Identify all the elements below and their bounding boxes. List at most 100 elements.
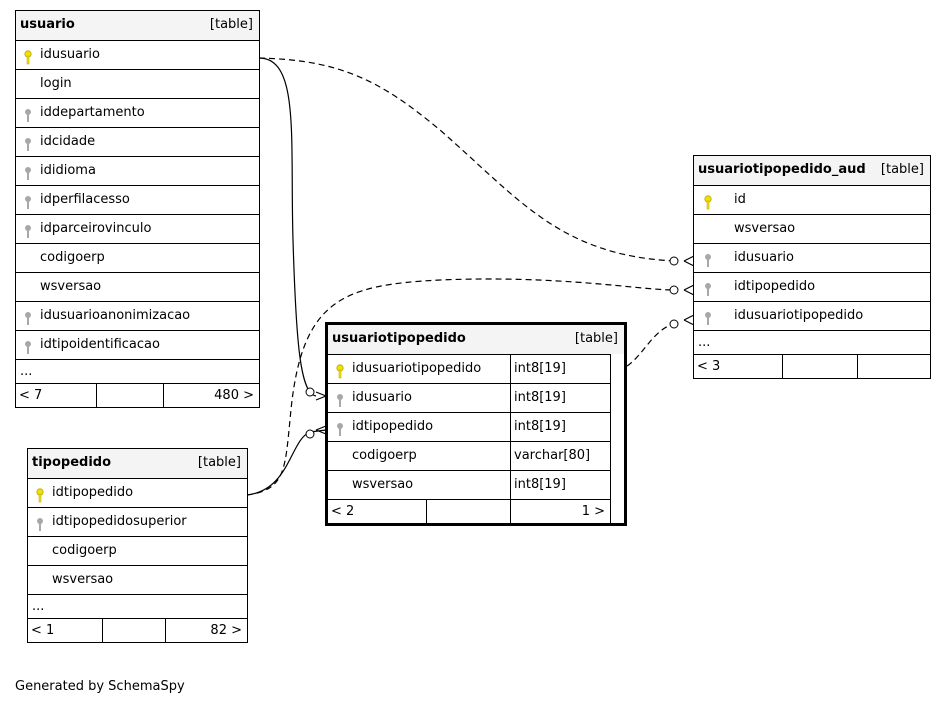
row-count: 1 > (510, 500, 610, 523)
link-usuario-aud (258, 57, 675, 262)
foreign-key-icon (24, 135, 32, 151)
table-kind: [table] (209, 17, 253, 32)
table-header: usuariotipopedido_aud [table] (694, 156, 930, 185)
column-name: idusuario (352, 390, 412, 405)
column-name: login (40, 76, 72, 91)
table-header: tipopedido [table] (28, 449, 247, 478)
primary-key-icon (704, 193, 712, 210)
link-end-crowfoot (683, 314, 695, 326)
table-row[interactable]: idcidade (16, 127, 259, 156)
table-kind: [table] (197, 455, 241, 470)
table-row[interactable]: idtipoidentificacao (16, 330, 259, 359)
link-end-crowfoot (683, 255, 695, 267)
column-name: idusuariotipopedido (352, 361, 482, 376)
children-count: < 7 (19, 388, 43, 403)
table-row[interactable]: wsversao (16, 272, 259, 301)
column-name: idperfilacesso (40, 192, 130, 207)
foreign-key-icon (24, 222, 32, 238)
foreign-key-icon (24, 164, 32, 180)
row-count: 480 > (163, 384, 259, 407)
link-tipopedido-usuariotipopedido (246, 429, 327, 496)
foreign-key-icon (704, 309, 712, 325)
link-end-circle (669, 285, 679, 295)
column-name: idusuario (40, 47, 100, 62)
table-row[interactable]: idperfilacesso (16, 185, 259, 214)
link-end-circle (669, 319, 679, 329)
column-name: wsversao (352, 477, 414, 492)
table-tipopedido[interactable]: tipopedido [table] idtipopedido idtipope… (27, 448, 248, 643)
foreign-key-icon (24, 309, 32, 325)
table-row[interactable]: codigoerp varchar[80] (328, 441, 610, 470)
table-row[interactable]: idusuario (16, 40, 259, 69)
table-kind: [table] (574, 331, 618, 346)
primary-key-icon (36, 486, 44, 503)
column-name: idusuario (734, 250, 794, 265)
link-end-circle (305, 429, 315, 439)
column-name: codigoerp (352, 448, 417, 463)
table-row[interactable]: idusuariotipopedido (694, 301, 930, 330)
link-end-crowfoot (315, 425, 327, 435)
foreign-key-icon (704, 251, 712, 267)
generated-by-credit: Generated by SchemaSpy (15, 679, 185, 694)
foreign-key-icon (24, 193, 32, 209)
table-name: usuariotipopedido_aud (698, 162, 866, 177)
table-row[interactable]: id (694, 185, 930, 214)
table-usuariotipopedido-aud[interactable]: usuariotipopedido_aud [table] id wsversa… (693, 155, 931, 379)
children-count: < 2 (331, 504, 355, 519)
link-tipopedido-aud (246, 278, 675, 496)
table-kind: [table] (880, 162, 924, 177)
table-row[interactable]: login (16, 69, 259, 98)
table-footer: < 3 (694, 354, 930, 378)
footer-spacer (426, 500, 510, 523)
ellipsis-row: ... (28, 594, 247, 618)
column-name: wsversao (52, 572, 114, 587)
table-row[interactable]: codigoerp (28, 536, 247, 565)
table-row[interactable]: ididioma (16, 156, 259, 185)
link-end-circle (669, 256, 679, 266)
table-usuariotipopedido[interactable]: usuariotipopedido [table] idusuariotipop… (325, 322, 627, 526)
table-row[interactable]: idtipopedido (694, 272, 930, 301)
table-row[interactable]: wsversao (694, 214, 930, 243)
table-row[interactable]: idusuario (694, 243, 930, 272)
foreign-key-icon (336, 420, 344, 436)
table-row[interactable]: idusuarioanonimizacao (16, 301, 259, 330)
column-name: idtipopedido (352, 419, 434, 434)
column-type: varchar[80] (510, 442, 590, 470)
column-name: iddepartamento (40, 105, 145, 120)
column-name: idtipopedido (734, 279, 816, 294)
primary-key-icon (24, 48, 32, 65)
column-name: wsversao (40, 279, 102, 294)
column-name: wsversao (734, 221, 796, 236)
column-type: int8[19] (510, 413, 566, 441)
foreign-key-icon (24, 106, 32, 122)
foreign-key-icon (704, 280, 712, 296)
table-header: usuariotipopedido [table] (328, 325, 624, 354)
column-name: idusuariotipopedido (734, 308, 864, 323)
table-row[interactable]: idtipopedido (28, 478, 247, 507)
children-count: < 3 (697, 359, 721, 374)
foreign-key-icon (24, 338, 32, 354)
table-footer: < 7 480 > (16, 383, 259, 407)
table-row[interactable]: wsversao (28, 565, 247, 594)
table-row[interactable]: iddepartamento (16, 98, 259, 127)
ellipsis-row: ... (694, 330, 930, 354)
table-name: usuariotipopedido (332, 331, 466, 346)
column-name: codigoerp (40, 250, 105, 265)
row-count: 82 > (165, 619, 247, 642)
table-usuario[interactable]: usuario [table] idusuario login iddepart… (15, 10, 260, 408)
column-name: codigoerp (52, 543, 117, 558)
column-name: idusuarioanonimizacao (40, 308, 191, 323)
primary-key-icon (336, 362, 344, 379)
column-name: idtipoidentificacao (40, 337, 160, 352)
table-row[interactable]: idparceirovinculo (16, 214, 259, 243)
table-row[interactable]: idtipopedido int8[19] (328, 412, 610, 441)
link-end-crowfoot (315, 391, 327, 401)
column-name: idparceirovinculo (40, 221, 152, 236)
table-row[interactable]: idtipopedidosuperior (28, 507, 247, 536)
table-row[interactable]: codigoerp (16, 243, 259, 272)
